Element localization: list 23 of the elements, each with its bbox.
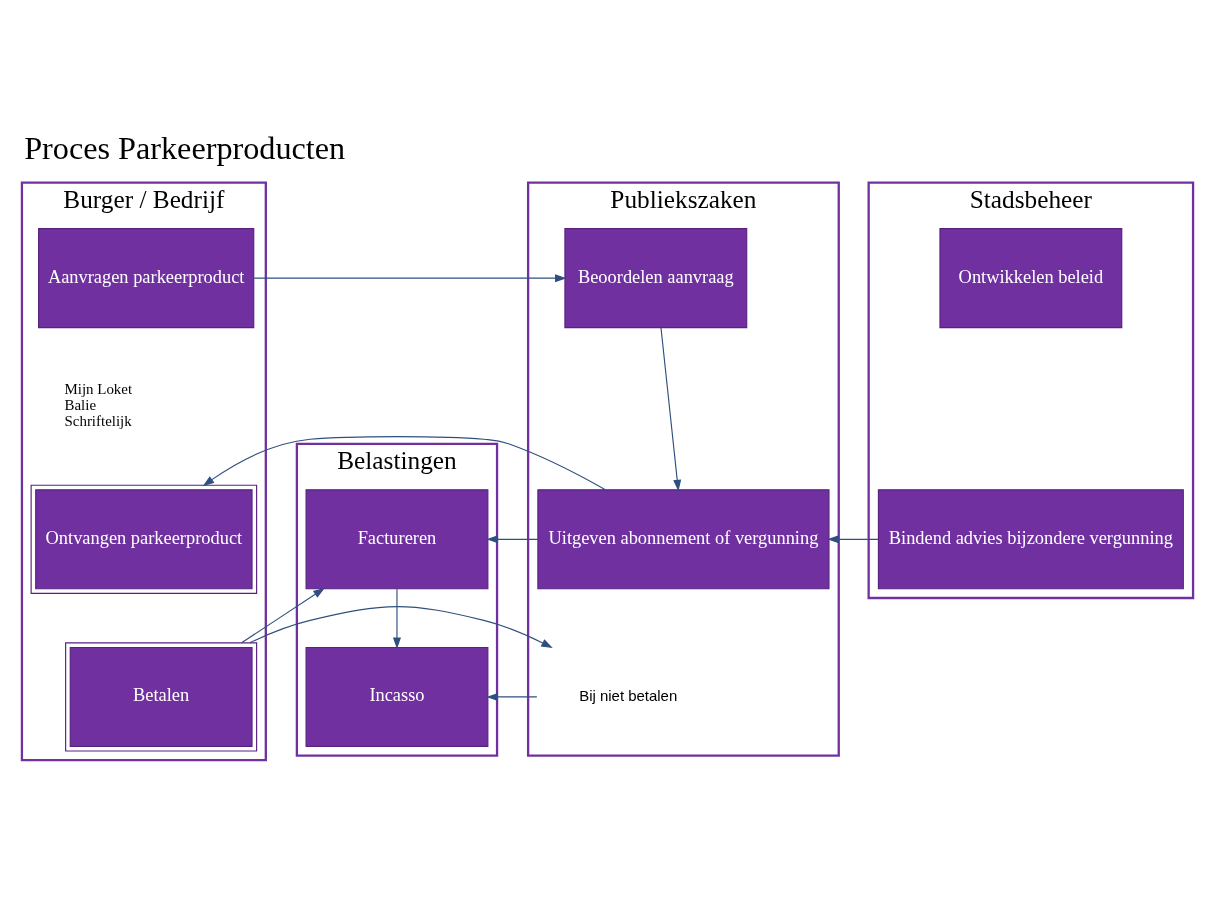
arrow [486, 535, 539, 544]
node-label: Balie [64, 396, 97, 413]
node-box: Uitgeven abonnement of vergunning [537, 489, 830, 590]
node-label: Mijn Loket [64, 380, 133, 397]
node-box: Ontwikkelen beleid [939, 228, 1123, 329]
arrow [392, 588, 401, 649]
node-box: Factureren [305, 489, 489, 590]
arrow [827, 535, 879, 544]
node-box: Ontvangen parkeerproduct [30, 484, 258, 594]
node-box: Incasso [305, 646, 489, 747]
arrow [241, 588, 325, 644]
arrow [660, 327, 682, 492]
node-label: Schriftelijk [64, 412, 132, 429]
arrow [486, 692, 538, 701]
node-box: Betalen [65, 642, 258, 752]
arrow [249, 606, 553, 649]
arrow [202, 436, 606, 491]
node-box: Beoordelen aanvraag [564, 228, 748, 329]
node-box: Aanvragen parkeerproduct [38, 228, 255, 329]
node-text: Bij niet betalen [579, 686, 678, 704]
diagram-title: Proces Parkeerproducten [24, 129, 346, 166]
node-box: Bindend advies bijzondere vergunning [877, 489, 1184, 590]
arrow [253, 274, 567, 283]
